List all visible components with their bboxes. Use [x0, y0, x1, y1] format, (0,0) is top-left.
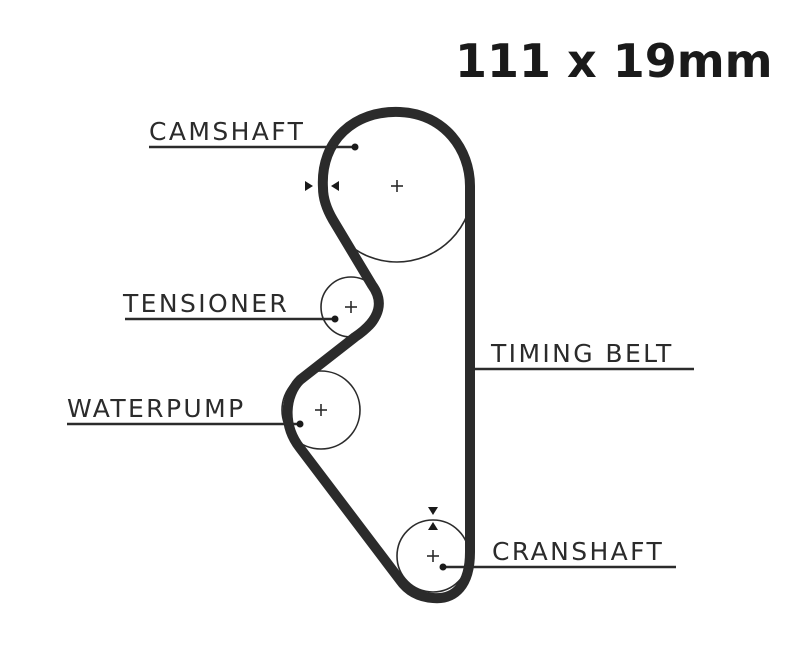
camshaft-leader: [149, 143, 359, 151]
tensioner-center-mark: [345, 301, 357, 313]
belt-size-title: 111 x 19mm: [455, 34, 773, 88]
waterpump-leader: [67, 420, 304, 428]
crankshaft-label: CRANSHAFT: [492, 537, 664, 566]
camshaft-timing-marker: [305, 181, 339, 191]
waterpump-center-mark: [315, 404, 327, 416]
waterpump-label: WATERPUMP: [67, 394, 246, 423]
tensioner-leader: [125, 315, 339, 323]
camshaft-center-mark: [391, 180, 403, 192]
timing-belt-path: [282, 106, 475, 604]
crankshaft-center-mark: [427, 550, 439, 562]
crankshaft-leader: [439, 563, 676, 571]
crankshaft-timing-marker: [428, 507, 438, 530]
timing-belt-label: TIMING BELT: [490, 339, 674, 368]
camshaft-label: CAMSHAFT: [149, 117, 305, 146]
waterpump-pulley: [281, 370, 361, 450]
tensioner-label: TENSIONER: [122, 289, 289, 318]
